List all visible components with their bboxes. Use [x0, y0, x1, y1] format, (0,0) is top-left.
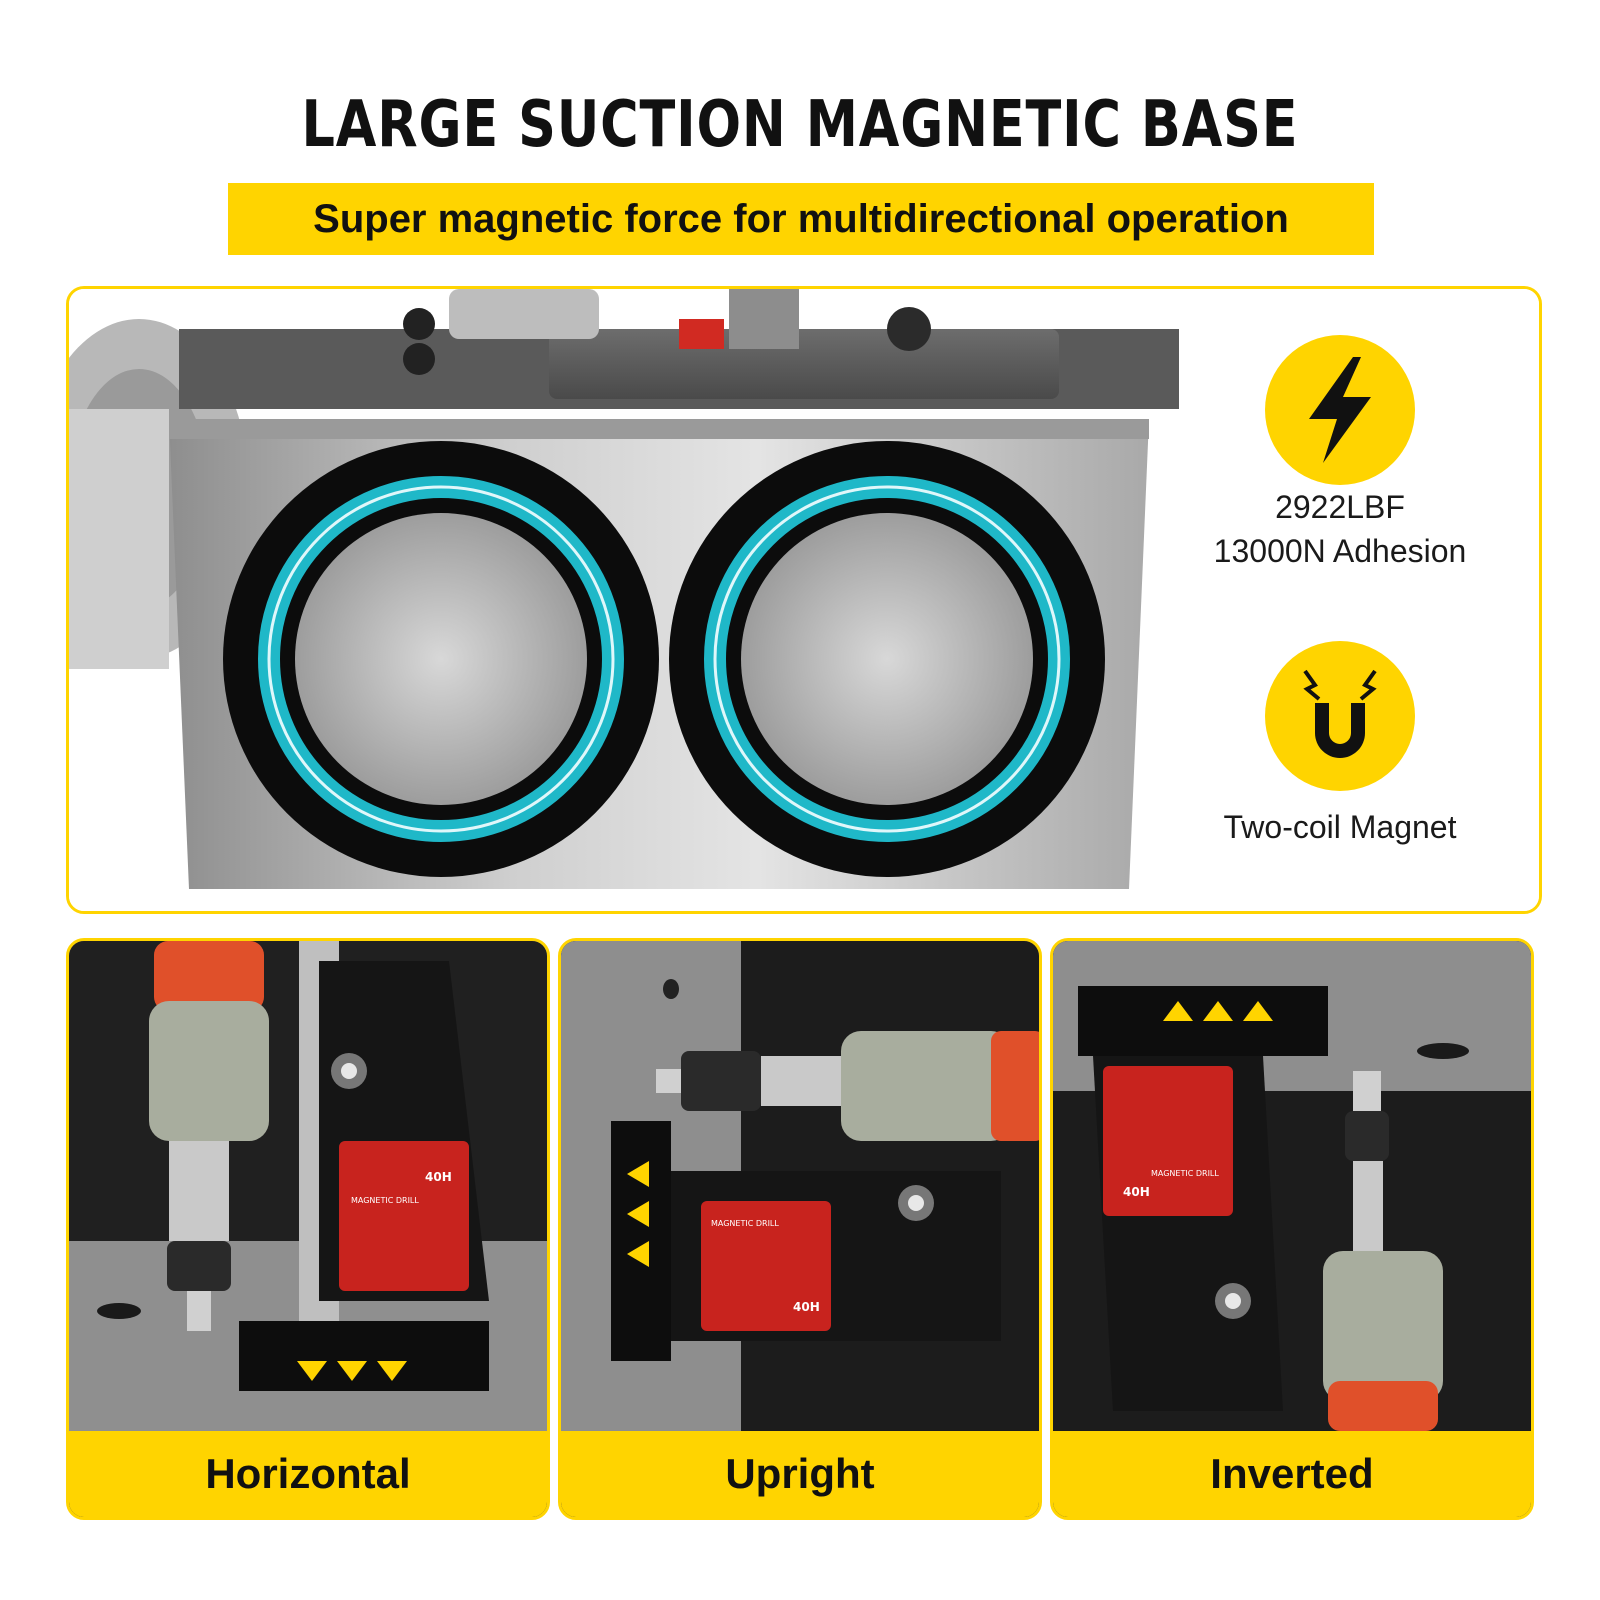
adhesion-lbf-value: 2922LBF: [1275, 489, 1405, 525]
horizontal-drill-illustration: 40H MAGNETIC DRILL: [69, 941, 547, 1517]
mode-label-inverted: Inverted: [1053, 1431, 1531, 1517]
adhesion-newton-value: 13000N Adhesion: [1213, 533, 1467, 569]
mode-panel-upright: 40H MAGNETIC DRILL Upright: [558, 938, 1042, 1520]
mode-panel-inverted: 40H MAGNETIC DRILL Inverted: [1050, 938, 1534, 1520]
inverted-drill-illustration: 40H MAGNETIC DRILL: [1053, 941, 1531, 1517]
plate-title-label: MAGNETIC DRILL: [711, 1219, 779, 1228]
mode-panel-horizontal: 40H MAGNETIC DRILL Horizontal: [66, 938, 550, 1520]
lightning-bolt-icon: [1265, 335, 1415, 485]
plate-title-label: MAGNETIC DRILL: [1151, 1169, 1219, 1178]
magnetic-base-panel: 2922LBF 13000N Adhesion Two-coil Magnet: [66, 286, 1542, 914]
plate-model-label: 40H: [425, 1170, 452, 1184]
subtitle-banner: Super magnetic force for multidirectiona…: [228, 183, 1374, 255]
plate-model-label: 40H: [1123, 1185, 1150, 1199]
adhesion-force-text: 2922LBF 13000N Adhesion: [1160, 485, 1520, 573]
magnet-icon: [1265, 641, 1415, 791]
plate-model-label: 40H: [793, 1300, 820, 1314]
two-coil-magnet-text: Two-coil Magnet: [1223, 809, 1457, 845]
plate-title-label: MAGNETIC DRILL: [351, 1196, 419, 1205]
upright-drill-illustration: 40H MAGNETIC DRILL: [561, 941, 1039, 1517]
page-title: LARGE SUCTION MAGNETIC BASE: [301, 88, 1299, 162]
mode-label-upright: Upright: [561, 1431, 1039, 1517]
mode-label-horizontal: Horizontal: [69, 1431, 547, 1517]
